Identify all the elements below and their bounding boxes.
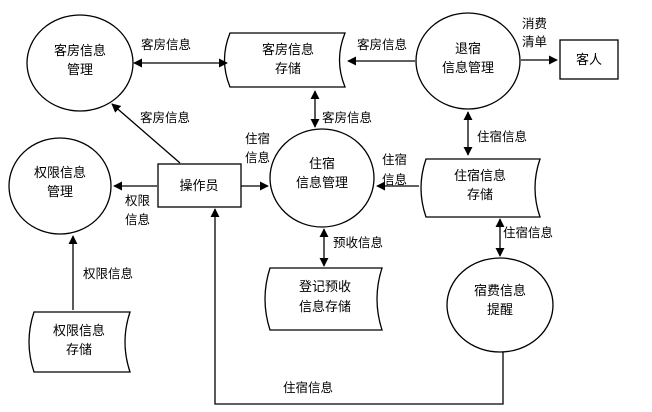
prepay-store-label-1: 登记预收 xyxy=(299,280,351,295)
edge-label-staystore-staymgmt-1: 住宿 xyxy=(382,152,407,167)
perm-store-label-1: 权限信息 xyxy=(53,323,105,339)
perm-mgmt-label-1: 权限信息 xyxy=(34,165,86,181)
edge-label-staystore-staymgmt-2: 信息 xyxy=(382,172,407,187)
guest-entity-node: 客人 xyxy=(559,39,619,80)
room-mgmt-label-2: 管理 xyxy=(67,63,93,78)
fee-reminder-node: 宿费信息 提醒 xyxy=(446,257,554,353)
edge-label-checkout-guest-1: 消费 xyxy=(522,16,547,31)
edge-label-roomstore-staymgmt: 客房信息 xyxy=(322,110,372,125)
edge-operator-roommgmt: 客房信息 xyxy=(111,103,190,164)
edge-label-staystore-fee: 住宿信息 xyxy=(503,225,553,240)
edge-roommgmt-roomstore: 客房信息 xyxy=(133,37,228,68)
edge-permstore-permmgmt: 权限信息 xyxy=(68,235,133,310)
prepay-info-storage-node: 登记预收 信息存储 xyxy=(264,267,383,331)
edge-checkout-staystore: 住宿信息 xyxy=(463,111,527,156)
edge-staystore-fee: 住宿信息 xyxy=(495,218,553,257)
room-store-label-1: 客房信息 xyxy=(262,42,314,58)
edge-label-operator-staymgmt-1: 住宿 xyxy=(245,131,270,146)
fee-alert-label-1: 宿费信息 xyxy=(474,283,526,299)
stay-mgmt-label-1: 住宿 xyxy=(309,156,335,172)
edge-label-operator-staymgmt-2: 信息 xyxy=(245,150,270,165)
edge-staymgmt-prepay: 预收信息 xyxy=(319,228,383,267)
stay-store-label-2: 存储 xyxy=(467,188,493,203)
edge-operator-permmgmt: 权限 信息 xyxy=(113,181,157,227)
edge-checkout-roomstore: 客房信息 xyxy=(347,37,415,66)
operator-entity-node: 操作员 xyxy=(157,163,242,208)
room-info-storage-node: 客房信息 存储 xyxy=(223,32,346,88)
edge-label-staymgmt-prepay: 预收信息 xyxy=(333,235,383,250)
room-mgmt-label-1: 客房信息 xyxy=(54,43,106,59)
checkout-info-management-node: 退宿 信息管理 xyxy=(415,12,521,110)
permission-info-management-node: 权限信息 管理 xyxy=(8,137,112,235)
stay-info-management-node: 住宿 信息管理 xyxy=(269,128,375,228)
checkout-mgmt-label-2: 信息管理 xyxy=(442,60,494,76)
edge-label-operator-permmgmt-1: 权限 xyxy=(125,193,151,208)
edge-label-operator-permmgmt-2: 信息 xyxy=(125,212,150,227)
edge-roomstore-staymgmt: 客房信息 xyxy=(310,90,372,128)
fee-alert-label-2: 提醒 xyxy=(487,302,513,318)
edge-label-permstore-permmgmt: 权限信息 xyxy=(83,266,133,281)
perm-mgmt-label-2: 管理 xyxy=(47,185,73,200)
stay-store-label-1: 住宿信息 xyxy=(454,168,506,184)
edge-label-checkout-staystore: 住宿信息 xyxy=(477,129,527,144)
stay-info-storage-node: 住宿信息 存储 xyxy=(420,158,541,218)
permission-info-storage-node: 权限信息 存储 xyxy=(28,311,131,373)
guest-label: 客人 xyxy=(576,52,602,68)
edge-label-operator-roommgmt: 客房信息 xyxy=(140,110,190,125)
operator-label: 操作员 xyxy=(179,178,218,194)
edge-checkout-guest: 消费 清单 xyxy=(521,16,558,65)
stay-mgmt-label-2: 信息管理 xyxy=(296,175,348,191)
room-info-management-node: 客房信息 管理 xyxy=(26,14,134,112)
checkout-mgmt-label-1: 退宿 xyxy=(455,41,481,57)
room-store-label-2: 存储 xyxy=(275,62,301,77)
perm-store-label-2: 存储 xyxy=(66,343,92,358)
edge-label-checkout-roomstore: 客房信息 xyxy=(357,37,407,52)
edge-staystore-staymgmt: 住宿 信息 xyxy=(376,152,419,191)
prepay-store-label-2: 信息存储 xyxy=(299,299,351,315)
edge-fee-operator: 住宿信息 xyxy=(210,208,504,405)
edge-label-checkout-guest-2: 清单 xyxy=(522,34,547,49)
edge-label-roommgmt-roomstore: 客房信息 xyxy=(141,37,191,52)
edge-operator-staymgmt: 住宿 信息 xyxy=(241,131,270,191)
edge-label-fee-operator: 住宿信息 xyxy=(283,380,333,395)
